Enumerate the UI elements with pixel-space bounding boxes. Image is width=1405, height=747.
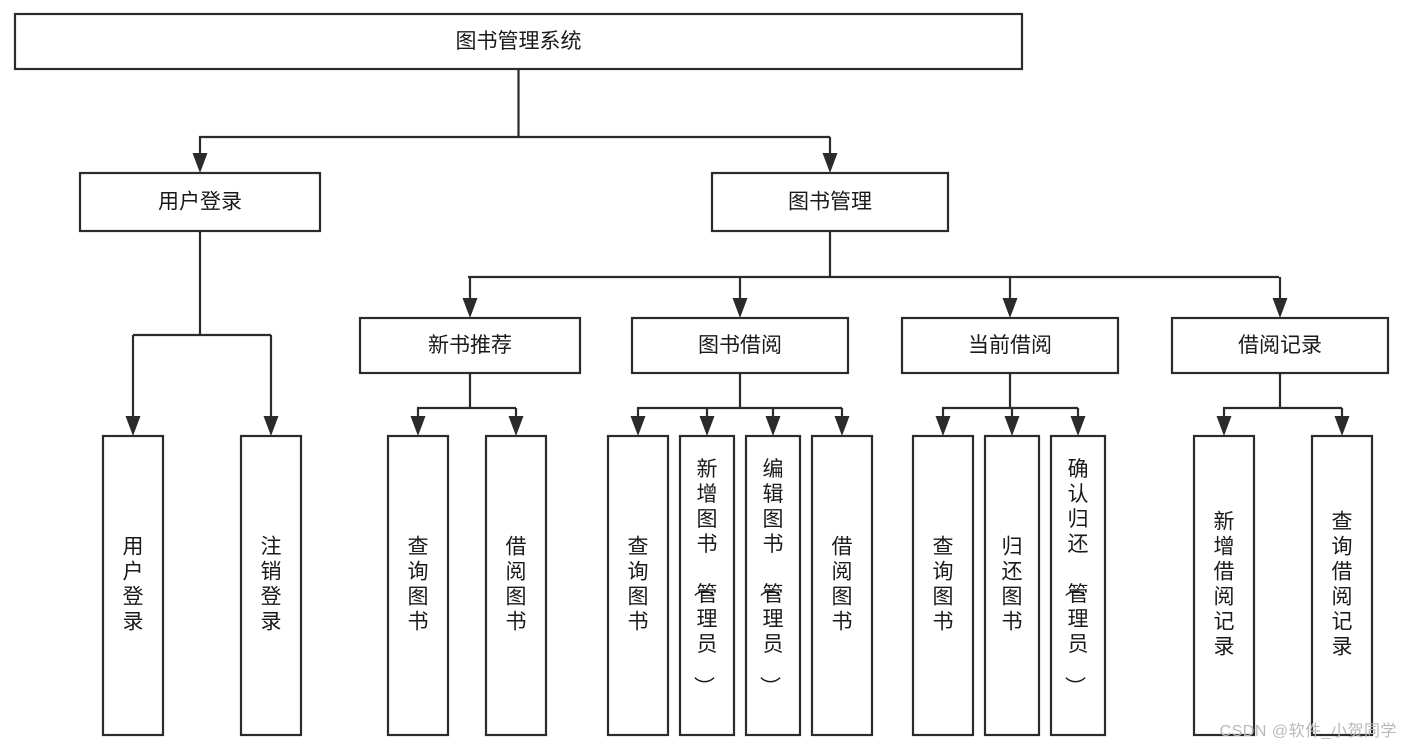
node-record[interactable]: 借阅记录 bbox=[1170, 316, 1390, 375]
node-label-leaf-user-logout: 注销登录 bbox=[261, 536, 282, 634]
arrow-head-leaf-borrow-add bbox=[699, 416, 715, 436]
node-leaf-user-login[interactable]: 用户登录 bbox=[101, 434, 165, 737]
node-bookmgmt[interactable]: 图书管理 bbox=[710, 171, 950, 233]
node-box-leaf-borrow-add[interactable] bbox=[678, 434, 736, 737]
arrow-head-leaf-rec-query bbox=[1334, 416, 1350, 436]
arrow-head-record bbox=[1272, 298, 1288, 318]
arrow-head-login bbox=[192, 153, 208, 173]
node-label-leaf-borrow-lend: 借阅图书 bbox=[832, 536, 853, 634]
node-label-leaf-cur-confirm: 确认归还（管理员） bbox=[1063, 458, 1089, 697]
arrow-head-leaf-user-login bbox=[125, 416, 141, 436]
node-box-leaf-borrow-query[interactable] bbox=[606, 434, 670, 737]
node-leaf-rec-query[interactable]: 查询借阅记录 bbox=[1310, 434, 1374, 737]
arrow-head-leaf-cur-confirm bbox=[1070, 416, 1086, 436]
node-box-leaf-user-logout[interactable] bbox=[239, 434, 303, 737]
node-leaf-cur-query[interactable]: 查询图书 bbox=[911, 434, 975, 737]
node-label-leaf-new-borrow: 借阅图书 bbox=[506, 536, 527, 634]
node-label-bookmgmt: 图书管理 bbox=[788, 191, 872, 214]
node-leaf-user-logout[interactable]: 注销登录 bbox=[239, 434, 303, 737]
arrow-head-leaf-user-logout bbox=[263, 416, 279, 436]
node-box-current[interactable] bbox=[900, 316, 1120, 375]
arrow-head-leaf-rec-add bbox=[1216, 416, 1232, 436]
node-leaf-new-query[interactable]: 查询图书 bbox=[386, 434, 450, 737]
node-current[interactable]: 当前借阅 bbox=[900, 316, 1120, 375]
node-label-newbook: 新书推荐 bbox=[428, 334, 512, 357]
arrow-head-leaf-cur-query bbox=[935, 416, 951, 436]
node-label-leaf-borrow-query: 查询图书 bbox=[628, 536, 649, 634]
node-label-leaf-cur-query: 查询图书 bbox=[933, 536, 954, 634]
node-label-leaf-new-query: 查询图书 bbox=[408, 536, 429, 634]
node-label-login: 用户登录 bbox=[158, 191, 242, 214]
node-label-leaf-cur-return: 归还图书 bbox=[1002, 536, 1023, 634]
node-box-leaf-new-borrow[interactable] bbox=[484, 434, 548, 737]
node-box-borrow[interactable] bbox=[630, 316, 850, 375]
arrow-head-leaf-borrow-lend bbox=[834, 416, 850, 436]
arrow-head-current bbox=[1002, 298, 1018, 318]
node-box-leaf-user-login[interactable] bbox=[101, 434, 165, 737]
node-newbook[interactable]: 新书推荐 bbox=[358, 316, 582, 375]
arrow-head-newbook bbox=[462, 298, 478, 318]
node-leaf-borrow-edit[interactable]: 编辑图书（管理员） bbox=[744, 434, 802, 737]
node-leaf-borrow-query[interactable]: 查询图书 bbox=[606, 434, 670, 737]
node-borrow[interactable]: 图书借阅 bbox=[630, 316, 850, 375]
node-label-leaf-rec-add: 新增借阅记录 bbox=[1214, 511, 1235, 659]
node-box-newbook[interactable] bbox=[358, 316, 582, 375]
node-box-leaf-cur-query[interactable] bbox=[911, 434, 975, 737]
node-box-leaf-borrow-lend[interactable] bbox=[810, 434, 874, 737]
node-login[interactable]: 用户登录 bbox=[78, 171, 322, 233]
arrow-head-bookmgmt bbox=[822, 153, 838, 173]
node-box-leaf-borrow-edit[interactable] bbox=[744, 434, 802, 737]
node-box-login[interactable] bbox=[78, 171, 322, 233]
node-box-leaf-rec-query[interactable] bbox=[1310, 434, 1374, 737]
arrow-head-leaf-new-borrow bbox=[508, 416, 524, 436]
node-box-bookmgmt[interactable] bbox=[710, 171, 950, 233]
arrow-head-leaf-cur-return bbox=[1004, 416, 1020, 436]
arrow-head-leaf-new-query bbox=[410, 416, 426, 436]
node-label-root: 图书管理系统 bbox=[456, 30, 582, 53]
node-box-leaf-new-query[interactable] bbox=[386, 434, 450, 737]
node-box-record[interactable] bbox=[1170, 316, 1390, 375]
node-label-current: 当前借阅 bbox=[968, 334, 1052, 357]
node-root[interactable]: 图书管理系统 bbox=[13, 12, 1024, 71]
arrow-head-borrow bbox=[732, 298, 748, 318]
node-label-leaf-borrow-edit: 编辑图书（管理员） bbox=[758, 458, 784, 697]
node-label-leaf-rec-query: 查询借阅记录 bbox=[1332, 511, 1353, 659]
arrow-head-leaf-borrow-edit bbox=[765, 416, 781, 436]
node-label-leaf-borrow-add: 新增图书（管理员） bbox=[692, 458, 718, 697]
node-box-leaf-cur-confirm[interactable] bbox=[1049, 434, 1107, 737]
node-layer: 图书管理系统用户登录图书管理新书推荐图书借阅当前借阅借阅记录用户登录注销登录查询… bbox=[13, 12, 1390, 737]
edge-layer bbox=[125, 69, 1350, 436]
node-leaf-borrow-lend[interactable]: 借阅图书 bbox=[810, 434, 874, 737]
node-label-leaf-user-login: 用户登录 bbox=[123, 536, 144, 634]
node-box-leaf-cur-return[interactable] bbox=[983, 434, 1041, 737]
arrow-head-leaf-borrow-query bbox=[630, 416, 646, 436]
node-leaf-cur-confirm[interactable]: 确认归还（管理员） bbox=[1049, 434, 1107, 737]
node-label-record: 借阅记录 bbox=[1238, 334, 1322, 357]
node-box-leaf-rec-add[interactable] bbox=[1192, 434, 1256, 737]
node-leaf-cur-return[interactable]: 归还图书 bbox=[983, 434, 1041, 737]
node-leaf-new-borrow[interactable]: 借阅图书 bbox=[484, 434, 548, 737]
node-box-root[interactable] bbox=[13, 12, 1024, 71]
node-leaf-rec-add[interactable]: 新增借阅记录 bbox=[1192, 434, 1256, 737]
node-leaf-borrow-add[interactable]: 新增图书（管理员） bbox=[678, 434, 736, 737]
node-label-borrow: 图书借阅 bbox=[698, 334, 782, 357]
